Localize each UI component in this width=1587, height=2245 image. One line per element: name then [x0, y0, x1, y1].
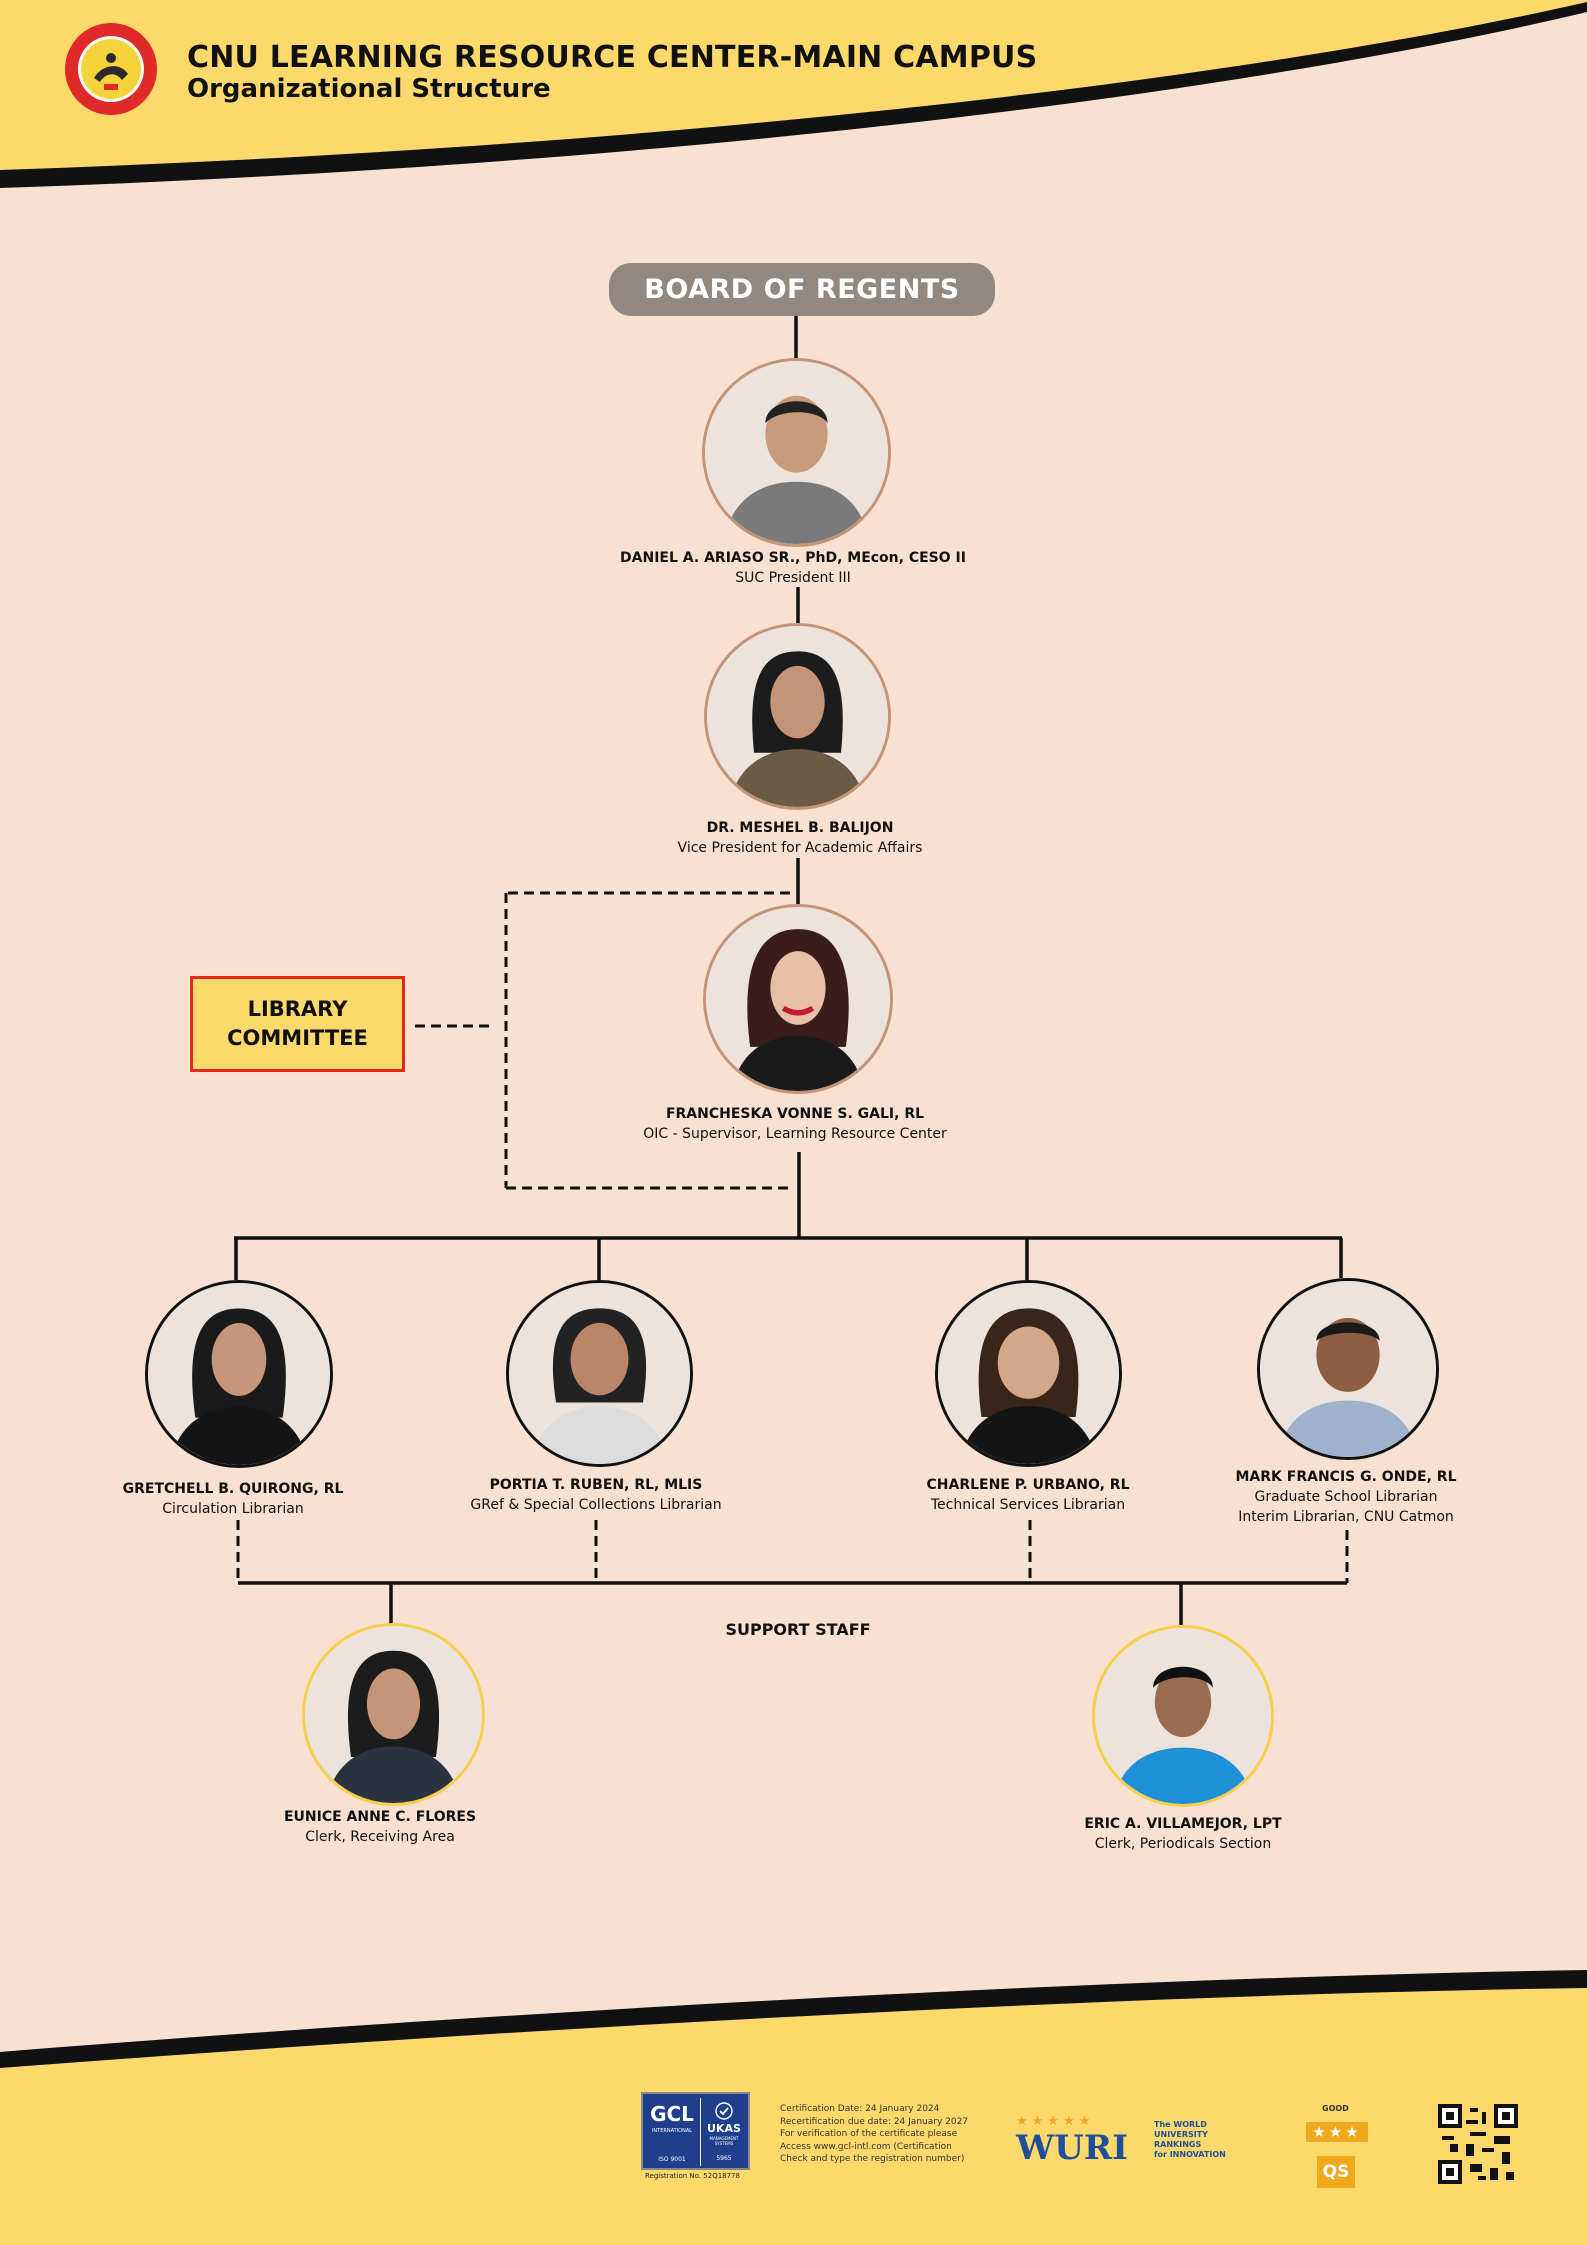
quirong-name: GRETCHELL B. QUIRONG, RL: [122, 1481, 344, 1497]
president-role: SUC President III: [735, 570, 851, 586]
wuri-caption-line: RANKINGS: [1154, 2140, 1202, 2149]
library-committee-box: LIBRARY COMMITTEE: [190, 976, 405, 1072]
cert-line-link[interactable]: Access www.gcl-intl.com (Certification: [780, 2141, 952, 2152]
library-committee-label: LIBRARY COMMITTEE: [227, 997, 368, 1050]
supervisor-photo: [703, 904, 893, 1094]
ukas-label: UKAS: [707, 2122, 741, 2135]
vp-photo: [704, 623, 891, 810]
gcl-sub-label: INTERNATIONAL: [651, 2128, 693, 2134]
qs-stars: ★★★: [1306, 2122, 1368, 2142]
flores-role: Clerk, Receiving Area: [305, 1829, 455, 1845]
wuri-caption: The WORLD UNIVERSITY RANKINGS for INNOVA…: [1154, 2120, 1244, 2160]
urbano-role: Technical Services Librarian: [930, 1497, 1126, 1513]
page-title: CNU LEARNING RESOURCE CENTER-MAIN CAMPUS: [187, 40, 1038, 75]
quirong-role: Circulation Librarian: [162, 1501, 304, 1517]
solid-connectors: [234, 316, 1347, 1625]
cert-line: Certification Date: 24 January 2024: [780, 2104, 940, 2114]
wuri-stars: ★★★★★: [1016, 2114, 1095, 2129]
villamejor-name: ERIC A. VILLAMEJOR, LPT: [1084, 1816, 1282, 1832]
qs-logo: QS: [1317, 2156, 1355, 2188]
villamejor-role: Clerk, Periodicals Section: [1094, 1836, 1272, 1852]
university-logo: [64, 22, 158, 116]
ruben-photo: [506, 1280, 693, 1467]
cert-line: Check and type the registration number): [780, 2154, 965, 2164]
iso-label: ISO 9001: [658, 2156, 686, 2163]
support-staff-label: SUPPORT STAFF: [725, 1620, 871, 1639]
villamejor-photo: [1092, 1625, 1274, 1807]
president-name: DANIEL A. ARIASO SR., PhD, MEcon, CESO I…: [620, 550, 966, 566]
certification-text: Certification Date: 24 January 2024 Rece…: [780, 2103, 968, 2166]
cert-line: Recertification due date: 24 January 202…: [780, 2116, 969, 2127]
supervisor-name: FRANCHESKA VONNE S. GALI, RL: [665, 1106, 925, 1122]
page-subtitle: Organizational Structure: [187, 74, 551, 104]
board-of-regents-box: BOARD OF REGENTS: [609, 263, 995, 316]
urbano-photo: [935, 1280, 1122, 1467]
dashed-connectors: [236, 891, 1349, 1583]
wuri-label: WURI: [1016, 2128, 1128, 2168]
ruben-name: PORTIA T. RUBEN, RL, MLIS: [489, 1477, 703, 1493]
quirong-photo: [145, 1280, 333, 1468]
bottom-banner: [0, 1988, 1587, 2245]
gcl-ukas-badge: GCL INTERNATIONAL ISO 9001 UKAS MANAGEME…: [641, 2092, 750, 2170]
urbano-name: CHARLENE P. URBANO, RL: [926, 1477, 1130, 1493]
cert-line: For verification of the certificate plea…: [780, 2129, 958, 2139]
ukas-number: 5965: [716, 2155, 732, 2162]
crown-check-icon: [715, 2102, 733, 2120]
flores-photo: [302, 1623, 485, 1806]
gcl-label: GCL: [650, 2102, 694, 2126]
wuri-caption-line: The WORLD: [1154, 2120, 1207, 2129]
flores-name: EUNICE ANNE C. FLORES: [283, 1809, 477, 1825]
top-banner-edge: [0, 2, 1587, 188]
top-banner: [0, 0, 1587, 170]
qr-code[interactable]: [1438, 2104, 1518, 2184]
registration-number: Registration No. 52Q18778: [645, 2172, 740, 2180]
qs-rating-label: GOOD: [1322, 2104, 1349, 2113]
onde-name: MARK FRANCIS G. ONDE, RL: [1235, 1469, 1457, 1485]
onde-photo: [1257, 1278, 1439, 1460]
president-photo: [702, 358, 891, 547]
onde-role-secondary: Interim Librarian, CNU Catmon: [1238, 1509, 1454, 1525]
bottom-banner-edge: [0, 1970, 1587, 2068]
ruben-role: GRef & Special Collections Librarian: [470, 1497, 722, 1513]
vp-role: Vice President for Academic Affairs: [677, 840, 923, 856]
supervisor-role: OIC - Supervisor, Learning Resource Cent…: [643, 1126, 947, 1142]
wuri-caption-line: for INNOVATION: [1154, 2150, 1226, 2159]
wuri-caption-line: UNIVERSITY: [1154, 2130, 1208, 2139]
ukas-sub-label: MANAGEMENT SYSTEMS: [709, 2136, 739, 2146]
ukas-panel: UKAS MANAGEMENT SYSTEMS 5965: [700, 2098, 747, 2166]
vp-name: DR. MESHEL B. BALIJON: [706, 820, 894, 836]
onde-role: Graduate School Librarian: [1254, 1489, 1438, 1505]
